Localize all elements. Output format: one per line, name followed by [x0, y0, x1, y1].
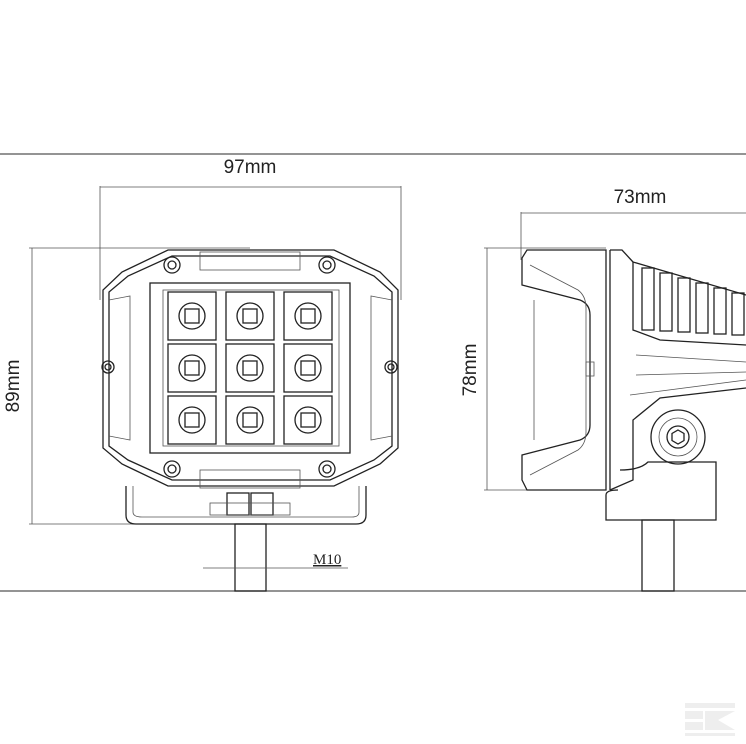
width-dimension: 97mm — [99, 157, 402, 300]
side-height-dimension: 78mm — [460, 247, 606, 491]
depth-dimension: 73mm — [520, 187, 746, 260]
screw-icons — [101, 256, 398, 478]
led-cell — [225, 395, 275, 445]
height-label: 89mm — [3, 360, 24, 413]
led-cell — [225, 291, 275, 341]
led-cell — [167, 395, 217, 445]
pivot-gear-icon — [650, 409, 706, 465]
led-cell — [283, 291, 333, 341]
side-view: 73mm 78mm — [460, 187, 746, 592]
led-cell — [167, 291, 217, 341]
heatsink-fin — [713, 287, 727, 335]
heatsink-fin — [731, 292, 745, 336]
heatsink-fin — [677, 277, 691, 333]
width-label: 97mm — [224, 157, 277, 178]
led-cell — [283, 395, 333, 445]
heatsink-fin — [659, 272, 673, 332]
heatsink-fin — [641, 267, 655, 331]
led-cell — [167, 343, 217, 393]
thread-label: M10 — [313, 552, 341, 568]
led-cell — [225, 343, 275, 393]
led-cell — [283, 343, 333, 393]
height-dimension: 89mm — [3, 247, 250, 525]
brand-watermark-logo — [685, 703, 735, 736]
depth-label: 73mm — [614, 187, 667, 208]
heatsink-fins — [641, 267, 745, 336]
led-grid — [167, 291, 333, 445]
heatsink-fin — [695, 282, 709, 334]
side-height-label: 78mm — [460, 344, 481, 397]
front-view: 97mm 89mm — [3, 157, 402, 592]
